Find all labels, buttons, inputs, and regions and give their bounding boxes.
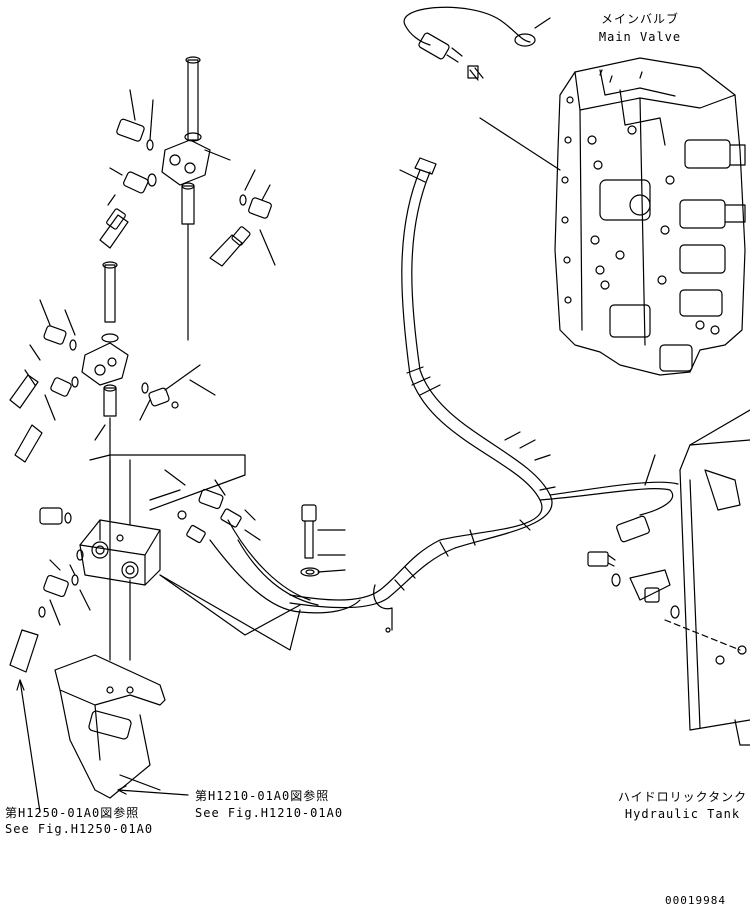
valve-block-upper — [161, 56, 211, 341]
hydraulic-tank — [679, 409, 750, 746]
main-valve — [554, 57, 746, 376]
hydraulic-tank-label-en: Hydraulic Tank — [624, 807, 741, 821]
main-valve-label-en: Main Valve — [598, 30, 682, 44]
reference-1210-jp: 第H1210-01A0図参照 — [195, 789, 330, 803]
tank-fittings — [587, 515, 747, 655]
fittings-lower — [9, 469, 261, 673]
reference-leaders — [16, 117, 561, 813]
valve-block-lower — [79, 454, 301, 661]
main-valve-label-jp: メインバルブ — [600, 12, 679, 26]
main-hose — [209, 157, 679, 633]
bolt-center — [300, 504, 346, 577]
reference-1250-en: See Fig.H1250-01A0 — [5, 822, 154, 836]
valve-block-middle — [81, 261, 129, 661]
hydraulic-tank-label-jp: ハイドロリックタンク — [617, 790, 748, 804]
fittings-middle — [9, 299, 216, 463]
mounting-bracket — [54, 654, 166, 799]
reference-1210-en: See Fig.H1210-01A0 — [195, 806, 344, 820]
fittings-upper — [99, 89, 276, 267]
sensor-cable — [403, 6, 551, 81]
drawing-number: 00019984 — [665, 894, 726, 907]
reference-1250-jp: 第H1250-01A0図参照 — [5, 806, 140, 820]
